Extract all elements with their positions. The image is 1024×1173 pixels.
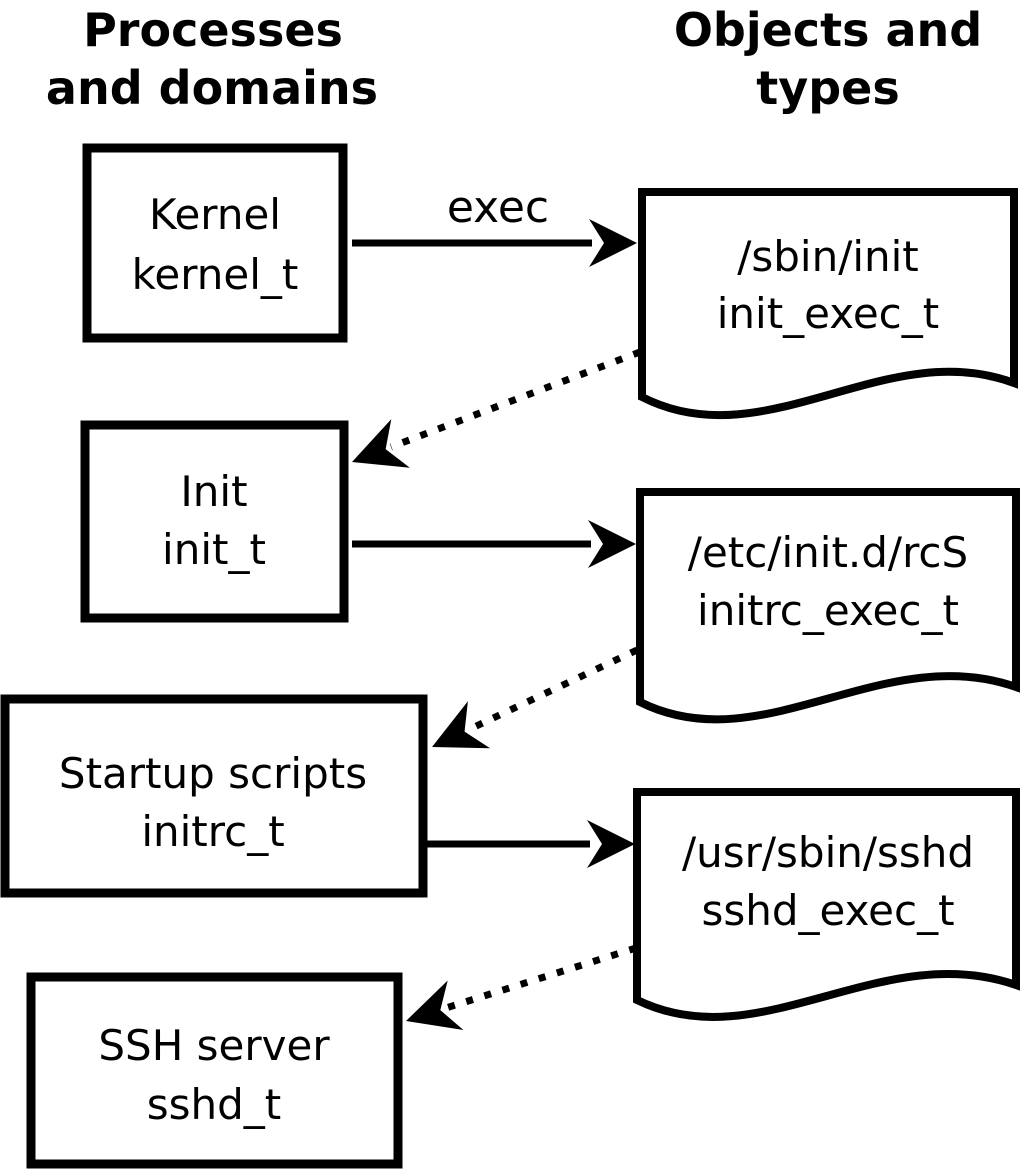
process-domain: sshd_t: [147, 1080, 282, 1129]
heading-objects-line1: Objects and: [674, 3, 982, 57]
process-node-ssh-server: SSH server sshd_t: [26, 972, 403, 1169]
heading-processes-line1: Processes: [83, 3, 343, 57]
column-heading-processes: Processes and domains: [46, 3, 378, 115]
exec-arrow-initrc-to-sshd: [427, 820, 635, 868]
document-shape: [633, 788, 1020, 1021]
arrow-shaft: [444, 944, 638, 1012]
process-node-startup-scripts: Startup scripts initrc_t: [0, 694, 428, 898]
object-type: init_exec_t: [717, 289, 940, 338]
arrow-head-icon: [352, 419, 410, 468]
transition-arrow-sshd-exec-to-sshd: [406, 944, 638, 1031]
document-shape: [636, 488, 1020, 724]
arrow-head-icon: [587, 820, 635, 868]
object-type: initrc_exec_t: [697, 586, 959, 635]
object-type: sshd_exec_t: [701, 886, 954, 935]
object-node-etc-initd-rcs: /etc/init.d/rcS initrc_exec_t: [636, 488, 1020, 724]
arrow-head-icon: [432, 701, 491, 749]
object-node-sbin-init: /sbin/init init_exec_t: [638, 188, 1018, 420]
arrow-shaft: [468, 646, 639, 733]
exec-label: exec: [447, 182, 549, 233]
object-path: /sbin/init: [737, 232, 919, 281]
object-node-usr-sbin-sshd: /usr/sbin/sshd sshd_exec_t: [633, 788, 1020, 1021]
document-shape: [638, 188, 1018, 420]
process-label: Startup scripts: [59, 749, 367, 798]
process-label: SSH server: [98, 1021, 330, 1070]
arrow-head-icon: [589, 219, 637, 267]
heading-objects-line2: types: [756, 61, 899, 115]
process-label: Kernel: [149, 190, 281, 239]
process-box: [82, 143, 348, 343]
process-domain: initrc_t: [141, 807, 284, 856]
transition-arrow-initrc-exec-to-initrc: [432, 646, 639, 749]
object-path: /usr/sbin/sshd: [682, 828, 974, 877]
transition-arrow-init-exec-to-init: [352, 348, 642, 468]
exec-arrow-kernel-to-sbin-init: exec: [352, 182, 637, 267]
arrow-head-icon: [588, 520, 636, 568]
arrow-head-icon: [406, 980, 464, 1031]
heading-processes-line2: and domains: [46, 61, 378, 115]
column-heading-objects: Objects and types: [674, 3, 982, 115]
object-path: /etc/init.d/rcS: [688, 528, 968, 577]
process-domain: init_t: [162, 525, 266, 574]
exec-arrow-init-to-rcs: [352, 520, 636, 568]
process-domain: kernel_t: [132, 250, 299, 299]
process-box: [0, 694, 428, 898]
process-box: [80, 420, 349, 623]
process-label: Init: [180, 467, 247, 516]
process-box: [26, 972, 403, 1169]
process-node-kernel: Kernel kernel_t: [82, 143, 348, 343]
process-node-init: Init init_t: [80, 420, 349, 623]
arrow-shaft: [389, 348, 642, 451]
